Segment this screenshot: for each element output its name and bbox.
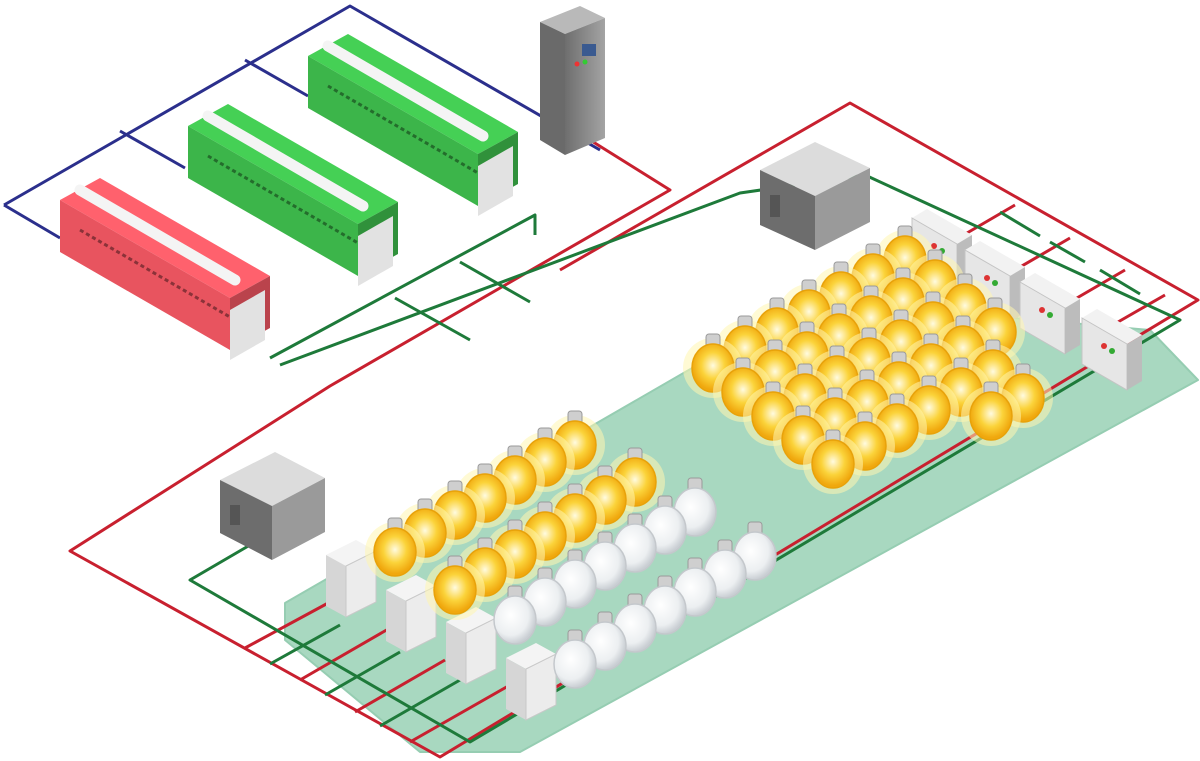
indicator-light-icon bbox=[582, 59, 588, 65]
indicator-light-icon bbox=[931, 243, 937, 249]
transformer-top[interactable] bbox=[760, 142, 870, 250]
distribution-panel[interactable] bbox=[446, 607, 497, 685]
neutral-line-network bbox=[188, 173, 1182, 744]
power-line-network bbox=[68, 101, 1200, 759]
transformer-icon bbox=[230, 505, 240, 525]
generator-group bbox=[60, 34, 518, 360]
generator-online[interactable] bbox=[188, 104, 398, 286]
transformer-icon bbox=[770, 195, 780, 217]
indicator-light-icon bbox=[992, 280, 998, 286]
lamp-field bbox=[365, 225, 1053, 689]
generator-panel-icon bbox=[478, 146, 513, 216]
indicator-light-icon bbox=[1047, 312, 1053, 318]
indicator-light-icon bbox=[1101, 343, 1107, 349]
lamp-unlit bbox=[493, 585, 537, 645]
transformer-bottom[interactable] bbox=[220, 452, 325, 560]
distribution-panel[interactable] bbox=[1019, 273, 1080, 355]
control-cabinet[interactable] bbox=[540, 6, 605, 155]
generator-online[interactable] bbox=[308, 34, 518, 216]
generator-offline[interactable] bbox=[60, 178, 270, 360]
lamp-lit bbox=[365, 517, 425, 582]
generator-panel-icon bbox=[358, 216, 393, 286]
indicator-light-icon bbox=[984, 275, 990, 281]
control-line-network bbox=[3, 4, 601, 240]
indicator-light-icon bbox=[1109, 348, 1115, 354]
control-screen-icon bbox=[582, 44, 596, 56]
distribution-panel[interactable] bbox=[1081, 309, 1142, 391]
lamp-unlit bbox=[553, 629, 597, 689]
indicator-light-icon bbox=[574, 61, 580, 67]
distribution-panel[interactable] bbox=[326, 540, 377, 618]
lamp-lit bbox=[961, 381, 1021, 446]
lamp-lit bbox=[803, 429, 863, 494]
lamp-lit bbox=[425, 555, 485, 620]
indicator-light-icon bbox=[1039, 307, 1045, 313]
distribution-panel[interactable] bbox=[506, 643, 557, 721]
generator-panel-icon bbox=[230, 290, 265, 360]
